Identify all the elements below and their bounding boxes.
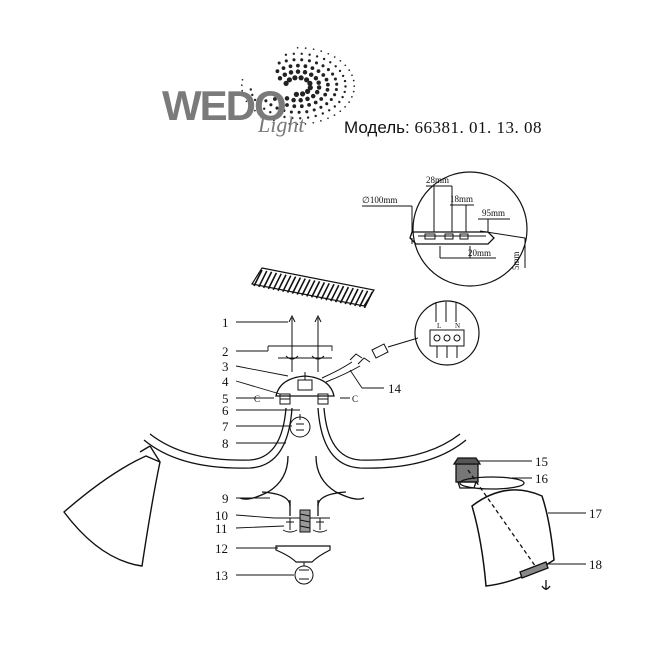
callout-14: 14 [388,381,402,396]
dim-right: 95mm [482,208,505,218]
lower-center-parts [274,509,331,585]
callout-15: 15 [535,454,548,469]
bracket-detail: ∅100mm 28mm 18mm 95mm 20mm 5mm [362,171,528,287]
dim-top: 28mm [426,175,449,185]
ceiling-hatch [251,267,375,309]
dim-bottom: 20mm [468,248,491,258]
dim-diameter: ∅100mm [362,195,397,205]
leader-lines [235,321,586,576]
callout-6: 6 [222,403,229,418]
callout-4: 4 [222,374,229,389]
lamp-arms [143,407,467,516]
model-label: Модель: [344,118,410,137]
wire-label-l: L [437,322,441,330]
callout-10: 10 [215,508,228,523]
callout-8: 8 [222,436,229,451]
callout-12: 12 [215,541,228,556]
logo-wordmark: WEDO [162,82,287,129]
dim-mid: 18mm [450,194,473,204]
screw-mark-right: C [352,394,358,404]
callout-11: 11 [215,521,228,536]
callout-1: 1 [222,315,229,330]
callout-3: 3 [222,359,229,374]
terminal-detail: L N [371,300,480,366]
callout-2: 2 [222,344,229,359]
canopy-assembly: C C [254,314,371,438]
callout-16: 16 [535,471,549,486]
dim-vertical: 5mm [511,251,521,270]
callout-18: 18 [589,557,602,572]
callout-5: 5 [222,391,229,406]
callout-numbers: 1 2 3 4 5 6 7 8 9 10 11 12 13 14 15 16 1… [215,315,603,583]
model-line: Модель: 66381. 01. 13. 08 [344,118,542,138]
callout-9: 9 [222,491,229,506]
callout-13: 13 [215,568,228,583]
callout-17: 17 [589,506,603,521]
screw-mark-left: C [254,394,260,404]
wire-label-n: N [455,322,460,330]
logo-script: Light [258,112,305,137]
right-shade [452,457,555,590]
left-shade [63,445,161,567]
callout-7: 7 [222,419,229,434]
model-number: 66381. 01. 13. 08 [414,118,542,137]
